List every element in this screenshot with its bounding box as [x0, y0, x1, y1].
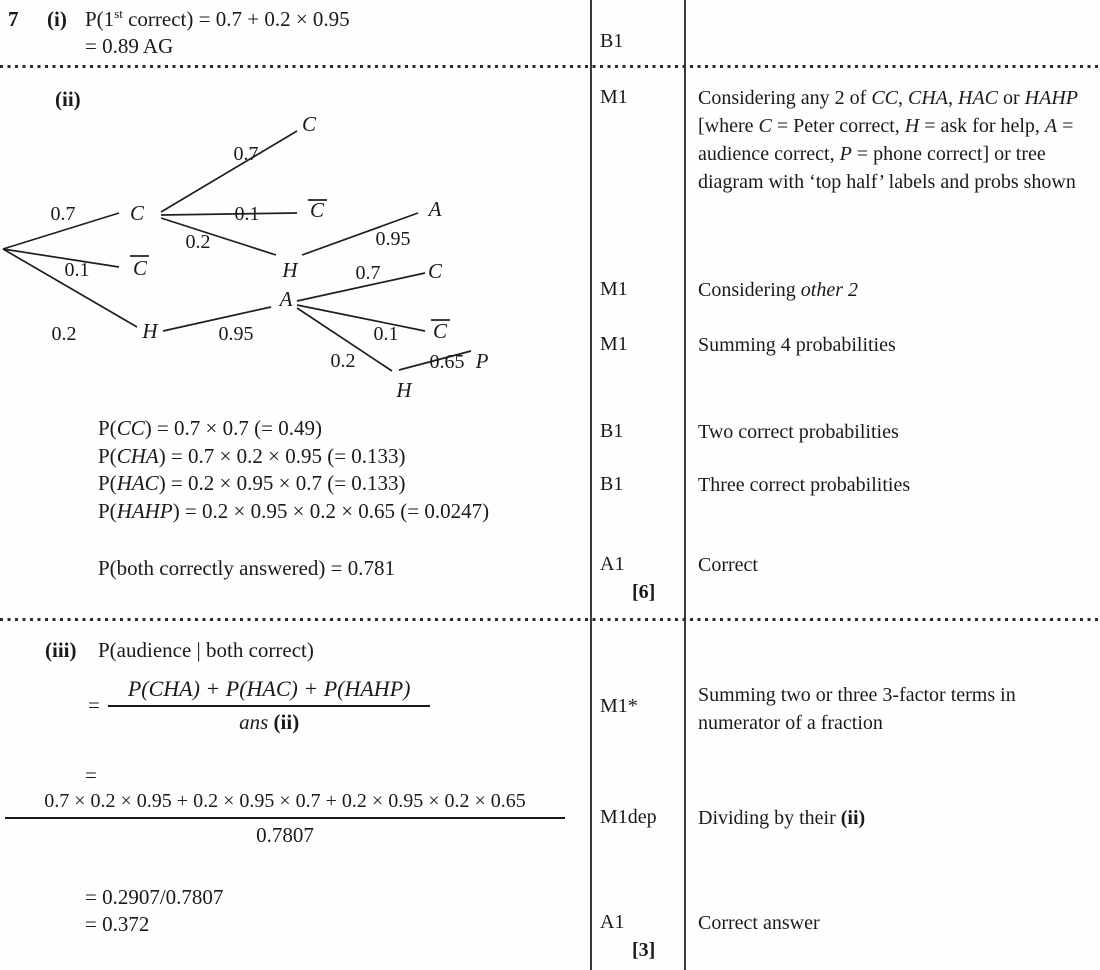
tree-prob-H-A-upper: 0.95: [376, 228, 411, 250]
part-i-line1-superscript: st: [114, 6, 123, 21]
tree-node-A-upper: A: [427, 197, 442, 221]
comment-considering-other-2: Considering other 2: [698, 279, 858, 301]
probability-tree-diagram: C C H C C H A A C C H P 0.7 0.1 0.2 0.7 …: [2, 112, 489, 402]
tree-branch-H-A-upper: [301, 212, 419, 256]
comment-considering-any-2: Considering any 2 of CC, CHA, HAC or HAH…: [698, 87, 1078, 193]
mark-m1-summing: M1: [600, 333, 628, 355]
comment-two-correct: Two correct probabilities: [698, 421, 899, 443]
tree-node-H1: H: [141, 319, 159, 343]
tree-node-P: P: [475, 349, 489, 373]
part-i-label: (i): [47, 7, 67, 31]
part-i-line1-post: correct) = 0.7 + 0.2 × 0.95: [122, 7, 350, 31]
tree-node-C1: C: [130, 201, 145, 225]
fraction-2-denominator: 0.7807: [256, 823, 314, 847]
part-i-line1-pre: P(1: [85, 7, 115, 31]
part-iii-fraction-1: = P(CHA) + P(HAC) + P(HAHP) ans (ii): [88, 676, 431, 735]
mark-a1-answer: A1: [600, 911, 625, 933]
marks-column-left-rule: [590, 0, 592, 970]
part-i-working-line1: P(1st correct) = 0.7 + 0.2 × 0.95: [85, 6, 350, 33]
tree-node-Cbar1: C: [133, 256, 148, 280]
mark-b1-i: B1: [600, 30, 624, 52]
tree-branch-C-Cbar: [160, 212, 298, 216]
tree-prob-root-H: 0.2: [52, 323, 77, 345]
tree-prob-H-A-lower: 0.95: [219, 323, 254, 345]
part-iii-heading: P(audience | both correct): [98, 638, 314, 662]
tree-node-H3: H: [395, 378, 413, 402]
tree-prob-C-Cbar: 0.1: [235, 203, 260, 225]
mark-m1-tree: M1: [600, 86, 628, 108]
part-ii-label: (ii): [55, 87, 81, 111]
part-iii-line3: = 0.372: [85, 912, 150, 936]
part-iii-label: (iii): [45, 638, 77, 662]
fraction-1-numerator: P(CHA) + P(HAC) + P(HAHP): [127, 676, 411, 701]
prob-line-CHA: P(CHA) = 0.7 × 0.2 × 0.95 (= 0.133): [98, 444, 406, 468]
mark-m1-dep: M1dep: [600, 806, 657, 828]
tree-node-C3: C: [428, 259, 443, 283]
tree-node-Cbar3: C: [433, 319, 448, 343]
tree-prob-A-Cbar: 0.1: [374, 323, 399, 345]
question-number: 7: [8, 7, 19, 31]
mark-b1-three: B1: [600, 473, 624, 495]
tree-branch-C-C: [160, 130, 298, 213]
fraction-2-numerator: 0.7 × 0.2 × 0.95 + 0.2 × 0.95 × 0.7 + 0.…: [44, 790, 526, 812]
equals-sign-2: =: [85, 763, 97, 787]
prob-line-HAHP: P(HAHP) = 0.2 × 0.95 × 0.2 × 0.65 (= 0.0…: [98, 499, 490, 523]
dotted-row-divider-2: [0, 618, 1100, 621]
part-iii-total: [3]: [632, 939, 656, 961]
tree-branch-A-H: [296, 307, 393, 372]
comment-summing-terms: Summing two or three 3-factor terms in n…: [698, 684, 1016, 734]
tree-node-Cbar2: C: [310, 198, 325, 222]
marks-column-right-rule: [684, 0, 686, 970]
tree-prob-A-H: 0.2: [331, 350, 356, 372]
prob-line-CC: P(CC) = 0.7 × 0.7 (= 0.49): [98, 416, 322, 440]
comment-three-correct: Three correct probabilities: [698, 474, 911, 496]
mark-b1-two: B1: [600, 420, 624, 442]
tree-prob-C-H: 0.2: [186, 231, 211, 253]
tree-prob-C-C: 0.7: [234, 143, 259, 165]
fraction-2-bar: [5, 817, 565, 819]
tree-branch-A-Cbar: [296, 304, 426, 332]
comment-summing-4: Summing 4 probabilities: [698, 334, 896, 356]
part-ii-result: P(both correctly answered) = 0.781: [98, 556, 396, 580]
tree-branch-root-H: [2, 248, 138, 328]
dotted-row-divider-1: [0, 65, 1100, 68]
fraction-1-bar: [107, 705, 431, 707]
tree-prob-H-P: 0.65: [430, 351, 465, 373]
fraction-1-denominator: ans (ii): [239, 710, 300, 734]
mark-a1-correct: A1: [600, 553, 625, 575]
prob-line-HAC: P(HAC) = 0.2 × 0.95 × 0.7 (= 0.133): [98, 471, 406, 495]
tree-branch-H-A-lower: [162, 306, 272, 332]
comment-correct: Correct: [698, 554, 758, 576]
part-iii-fraction-2: 0.7 × 0.2 × 0.95 + 0.2 × 0.95 × 0.7 + 0.…: [5, 790, 565, 848]
part-i-working-line2: = 0.89 AG: [85, 34, 174, 58]
tree-prob-A-C: 0.7: [356, 262, 381, 284]
tree-prob-root-C: 0.7: [51, 203, 76, 225]
equals-sign-1: =: [88, 693, 100, 717]
tree-branch-A-C: [296, 272, 426, 302]
fraction-1: P(CHA) + P(HAC) + P(HAHP) ans (ii): [107, 676, 431, 735]
tree-node-H2: H: [281, 258, 299, 282]
comment-dividing: Dividing by their (ii): [698, 807, 866, 829]
mark-m1-star: M1*: [600, 695, 638, 717]
part-ii-total: [6]: [632, 581, 656, 603]
tree-node-A-lower: A: [278, 287, 293, 311]
tree-branch-C-H: [160, 217, 277, 256]
part-iii-line2: = 0.2907/0.7807: [85, 885, 224, 909]
mark-m1-other2: M1: [600, 278, 628, 300]
tree-branch-root-Cbar: [2, 248, 120, 268]
tree-prob-root-Cbar: 0.1: [65, 259, 90, 281]
tree-node-C-top: C: [302, 112, 317, 136]
comment-correct-answer: Correct answer: [698, 912, 820, 934]
tree-branch-root-C: [2, 212, 120, 250]
tree-branch-H-P: [398, 350, 472, 371]
